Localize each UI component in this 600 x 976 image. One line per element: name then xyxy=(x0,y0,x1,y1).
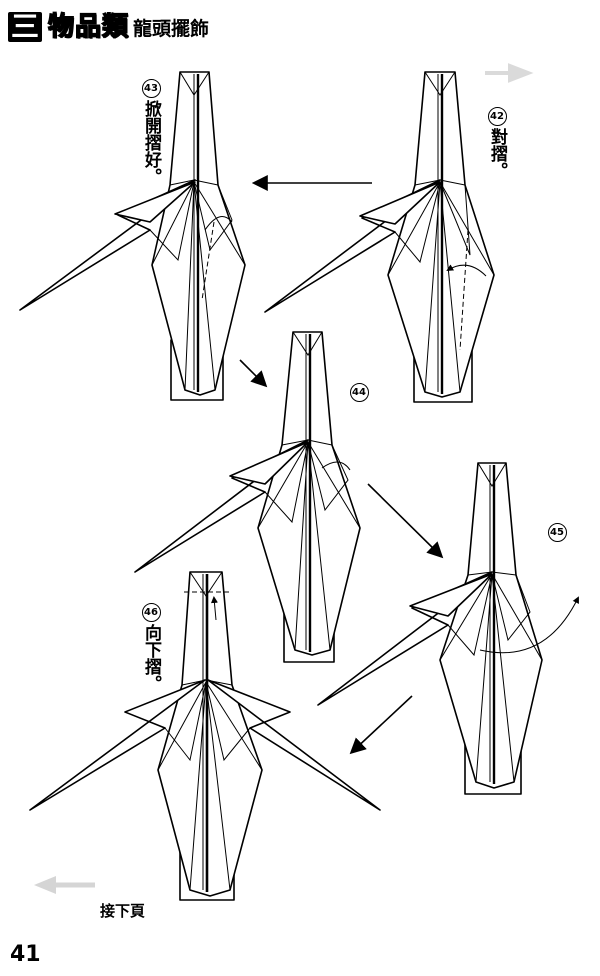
diagram-step-43 xyxy=(19,71,246,401)
next-page-label: 接下頁 xyxy=(100,902,146,920)
page-number: 41 xyxy=(10,942,41,967)
step-42-label: 42 對摺。 xyxy=(486,104,508,179)
diagram-step-45 xyxy=(317,462,579,795)
step-43-label: 43 掀開摺好。 xyxy=(140,76,162,185)
flow-arrow-43-to-44 xyxy=(239,359,268,388)
flow-arrow-44-to-45 xyxy=(367,483,444,559)
diagram-step-42 xyxy=(264,71,495,403)
chapter-badge: 三 xyxy=(8,12,42,42)
next-page-arrow xyxy=(34,876,95,894)
diagram-step-46 xyxy=(29,571,381,901)
step-46-label: 46 向下摺。 xyxy=(140,600,162,692)
page-header: 三 物品類 龍頭擺飾 xyxy=(8,10,209,44)
step-45-label: 45 xyxy=(546,520,568,542)
flow-arrow-45-to-46 xyxy=(349,695,413,755)
category-title: 物品類 xyxy=(47,11,130,42)
diagram-step-44 xyxy=(134,331,361,663)
prev-page-arrow xyxy=(485,63,534,83)
section-title: 龍頭擺飾 xyxy=(133,18,210,40)
step-44-label: 44 xyxy=(348,380,370,402)
